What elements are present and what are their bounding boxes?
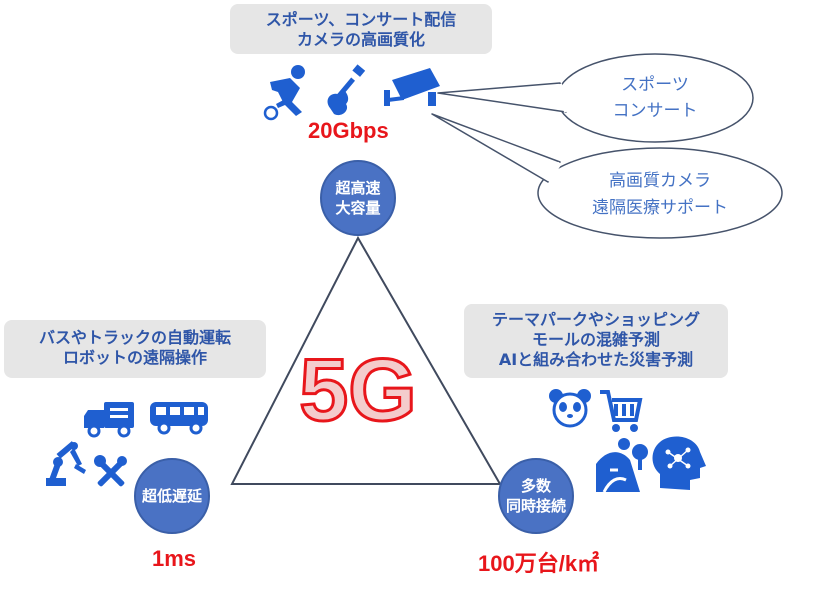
node-low-latency: 超低遅延 [134, 458, 210, 534]
center-5g-label: 5G [299, 340, 416, 439]
metric-connections: 100万台/k㎡ [478, 551, 600, 576]
sports-player-icon [263, 65, 305, 121]
robot-arm-icon [46, 441, 86, 486]
callout-lower-line1: 高画質カメラ [609, 171, 711, 191]
left-info-line2: ロボットの遠隔操作 [62, 348, 207, 367]
left-info-box: バスやトラックの自動運転 ロボットの遠隔操作 [4, 320, 266, 378]
tools-icon [94, 455, 127, 487]
bus-icon [150, 402, 208, 435]
ai-head-icon [652, 436, 706, 490]
guitar-icon [327, 64, 366, 116]
top-info-line1: スポーツ、コンサート配信 [265, 10, 457, 29]
top-info-line2: カメラの高画質化 [296, 30, 425, 49]
callout-upper: スポーツ コンサート [437, 53, 754, 143]
metric-latency: 1ms [152, 546, 197, 571]
right-info-line3: AIと組み合わせた災害予測 [498, 350, 694, 369]
top-info-box: スポーツ、コンサート配信 カメラの高画質化 [230, 4, 492, 54]
node-massive-connection: 多数 同時接続 [498, 458, 574, 534]
metric-speed: 20Gbps [308, 118, 389, 143]
right-info-line2: モールの混雑予測 [531, 330, 660, 349]
triangle [230, 235, 502, 485]
node-high-speed-line2: 大容量 [335, 199, 381, 217]
security-camera-icon [384, 68, 440, 106]
left-info-line1: バスやトラックの自動運転 [38, 328, 231, 347]
shopping-cart-icon [600, 390, 643, 432]
callout-upper-line2: コンサート [613, 101, 698, 121]
node-high-speed: 超高速 大容量 [320, 160, 396, 236]
callout-lower: 高画質カメラ 遠隔医療サポート [431, 113, 783, 239]
panda-icon [549, 389, 591, 428]
right-info-line1: テーマパークやショッピング [491, 310, 700, 329]
node-massive-connection-line2: 同時接続 [505, 497, 566, 515]
node-massive-connection-line1: 多数 [520, 477, 551, 495]
truck-icon [84, 402, 134, 438]
landslide-icon [596, 438, 648, 493]
node-high-speed-line1: 超高速 [335, 179, 381, 197]
right-info-box: テーマパークやショッピング モールの混雑予測 AIと組み合わせた災害予測 [464, 304, 728, 378]
callout-upper-line1: スポーツ [621, 75, 689, 95]
node-low-latency-line1: 超低遅延 [141, 487, 202, 505]
callout-lower-line2: 遠隔医療サポート [592, 198, 728, 218]
